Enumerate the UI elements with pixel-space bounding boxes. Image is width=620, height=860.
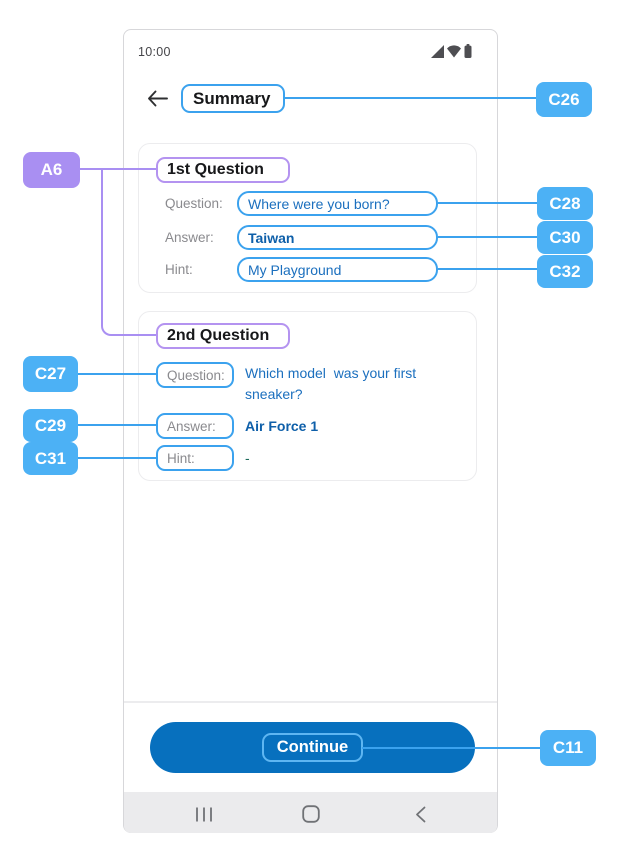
- back-nav-icon[interactable]: [408, 805, 432, 823]
- card2-answer-label-text: Answer:: [167, 418, 216, 434]
- battery-icon: [464, 44, 472, 63]
- card1-question-value: Where were you born?: [237, 191, 438, 216]
- card2-question-label-text: Question:: [167, 367, 225, 383]
- card1-question-label: Question:: [165, 196, 223, 211]
- home-icon[interactable]: [299, 805, 323, 823]
- card1-hint-value-text: My Playground: [248, 261, 342, 278]
- page-title: Summary: [181, 84, 285, 113]
- connector-c27: [78, 373, 156, 375]
- card1-question-value-text: Where were you born?: [248, 195, 390, 212]
- connector-c32: [438, 268, 538, 270]
- connector-c29: [78, 424, 156, 426]
- badge-c27: C27: [23, 356, 78, 392]
- connector-c26: [285, 97, 536, 99]
- continue-button[interactable]: Continue: [150, 722, 475, 773]
- card2-title: 2nd Question: [156, 323, 290, 349]
- card2-question-label: Question:: [156, 362, 234, 388]
- connector-c28: [438, 202, 538, 204]
- card1-answer-label: Answer:: [165, 230, 214, 245]
- badge-c29: C29: [23, 409, 78, 442]
- card1-hint-value: My Playground: [237, 257, 438, 282]
- badge-c28: C28: [537, 187, 593, 220]
- card2-answer-label: Answer:: [156, 413, 234, 439]
- card2-hint-label: Hint:: [156, 445, 234, 471]
- card2-answer-value: Air Force 1: [245, 418, 319, 434]
- status-icons: [431, 44, 472, 63]
- card1-answer-value-text: Taiwan: [248, 229, 295, 246]
- connector-c30: [438, 236, 538, 238]
- badge-c11: C11: [540, 730, 596, 766]
- card2-hint-label-text: Hint:: [167, 450, 195, 466]
- recents-icon[interactable]: [192, 805, 216, 823]
- back-arrow-icon[interactable]: [147, 90, 169, 108]
- badge-a6: A6: [23, 152, 80, 188]
- badge-c31: C31: [23, 442, 78, 475]
- card1-hint-label: Hint:: [165, 262, 193, 277]
- connector-a6-elbow: [101, 170, 156, 336]
- card2-title-text: 2nd Question: [167, 327, 270, 344]
- wifi-icon: [447, 45, 461, 63]
- card1-title-text: 1st Question: [167, 161, 264, 178]
- connector-c31: [78, 457, 156, 459]
- bottom-divider: [124, 701, 497, 703]
- card1-title: 1st Question: [156, 157, 290, 183]
- page-title-text: Summary: [193, 88, 271, 108]
- card2-question-value: Which model was your first sneaker?: [245, 365, 421, 402]
- signal-icon: [431, 45, 444, 63]
- badge-c26: C26: [536, 82, 592, 117]
- connector-c11: [362, 747, 540, 749]
- badge-c30: C30: [537, 221, 593, 254]
- card1-answer-value: Taiwan: [237, 225, 438, 250]
- continue-button-label: Continue: [261, 733, 364, 762]
- status-time: 10:00: [138, 45, 171, 59]
- android-navbar: [124, 792, 497, 833]
- card2-hint-value: -: [245, 450, 250, 466]
- badge-c32: C32: [537, 255, 593, 288]
- connector-a6-top: [80, 168, 156, 170]
